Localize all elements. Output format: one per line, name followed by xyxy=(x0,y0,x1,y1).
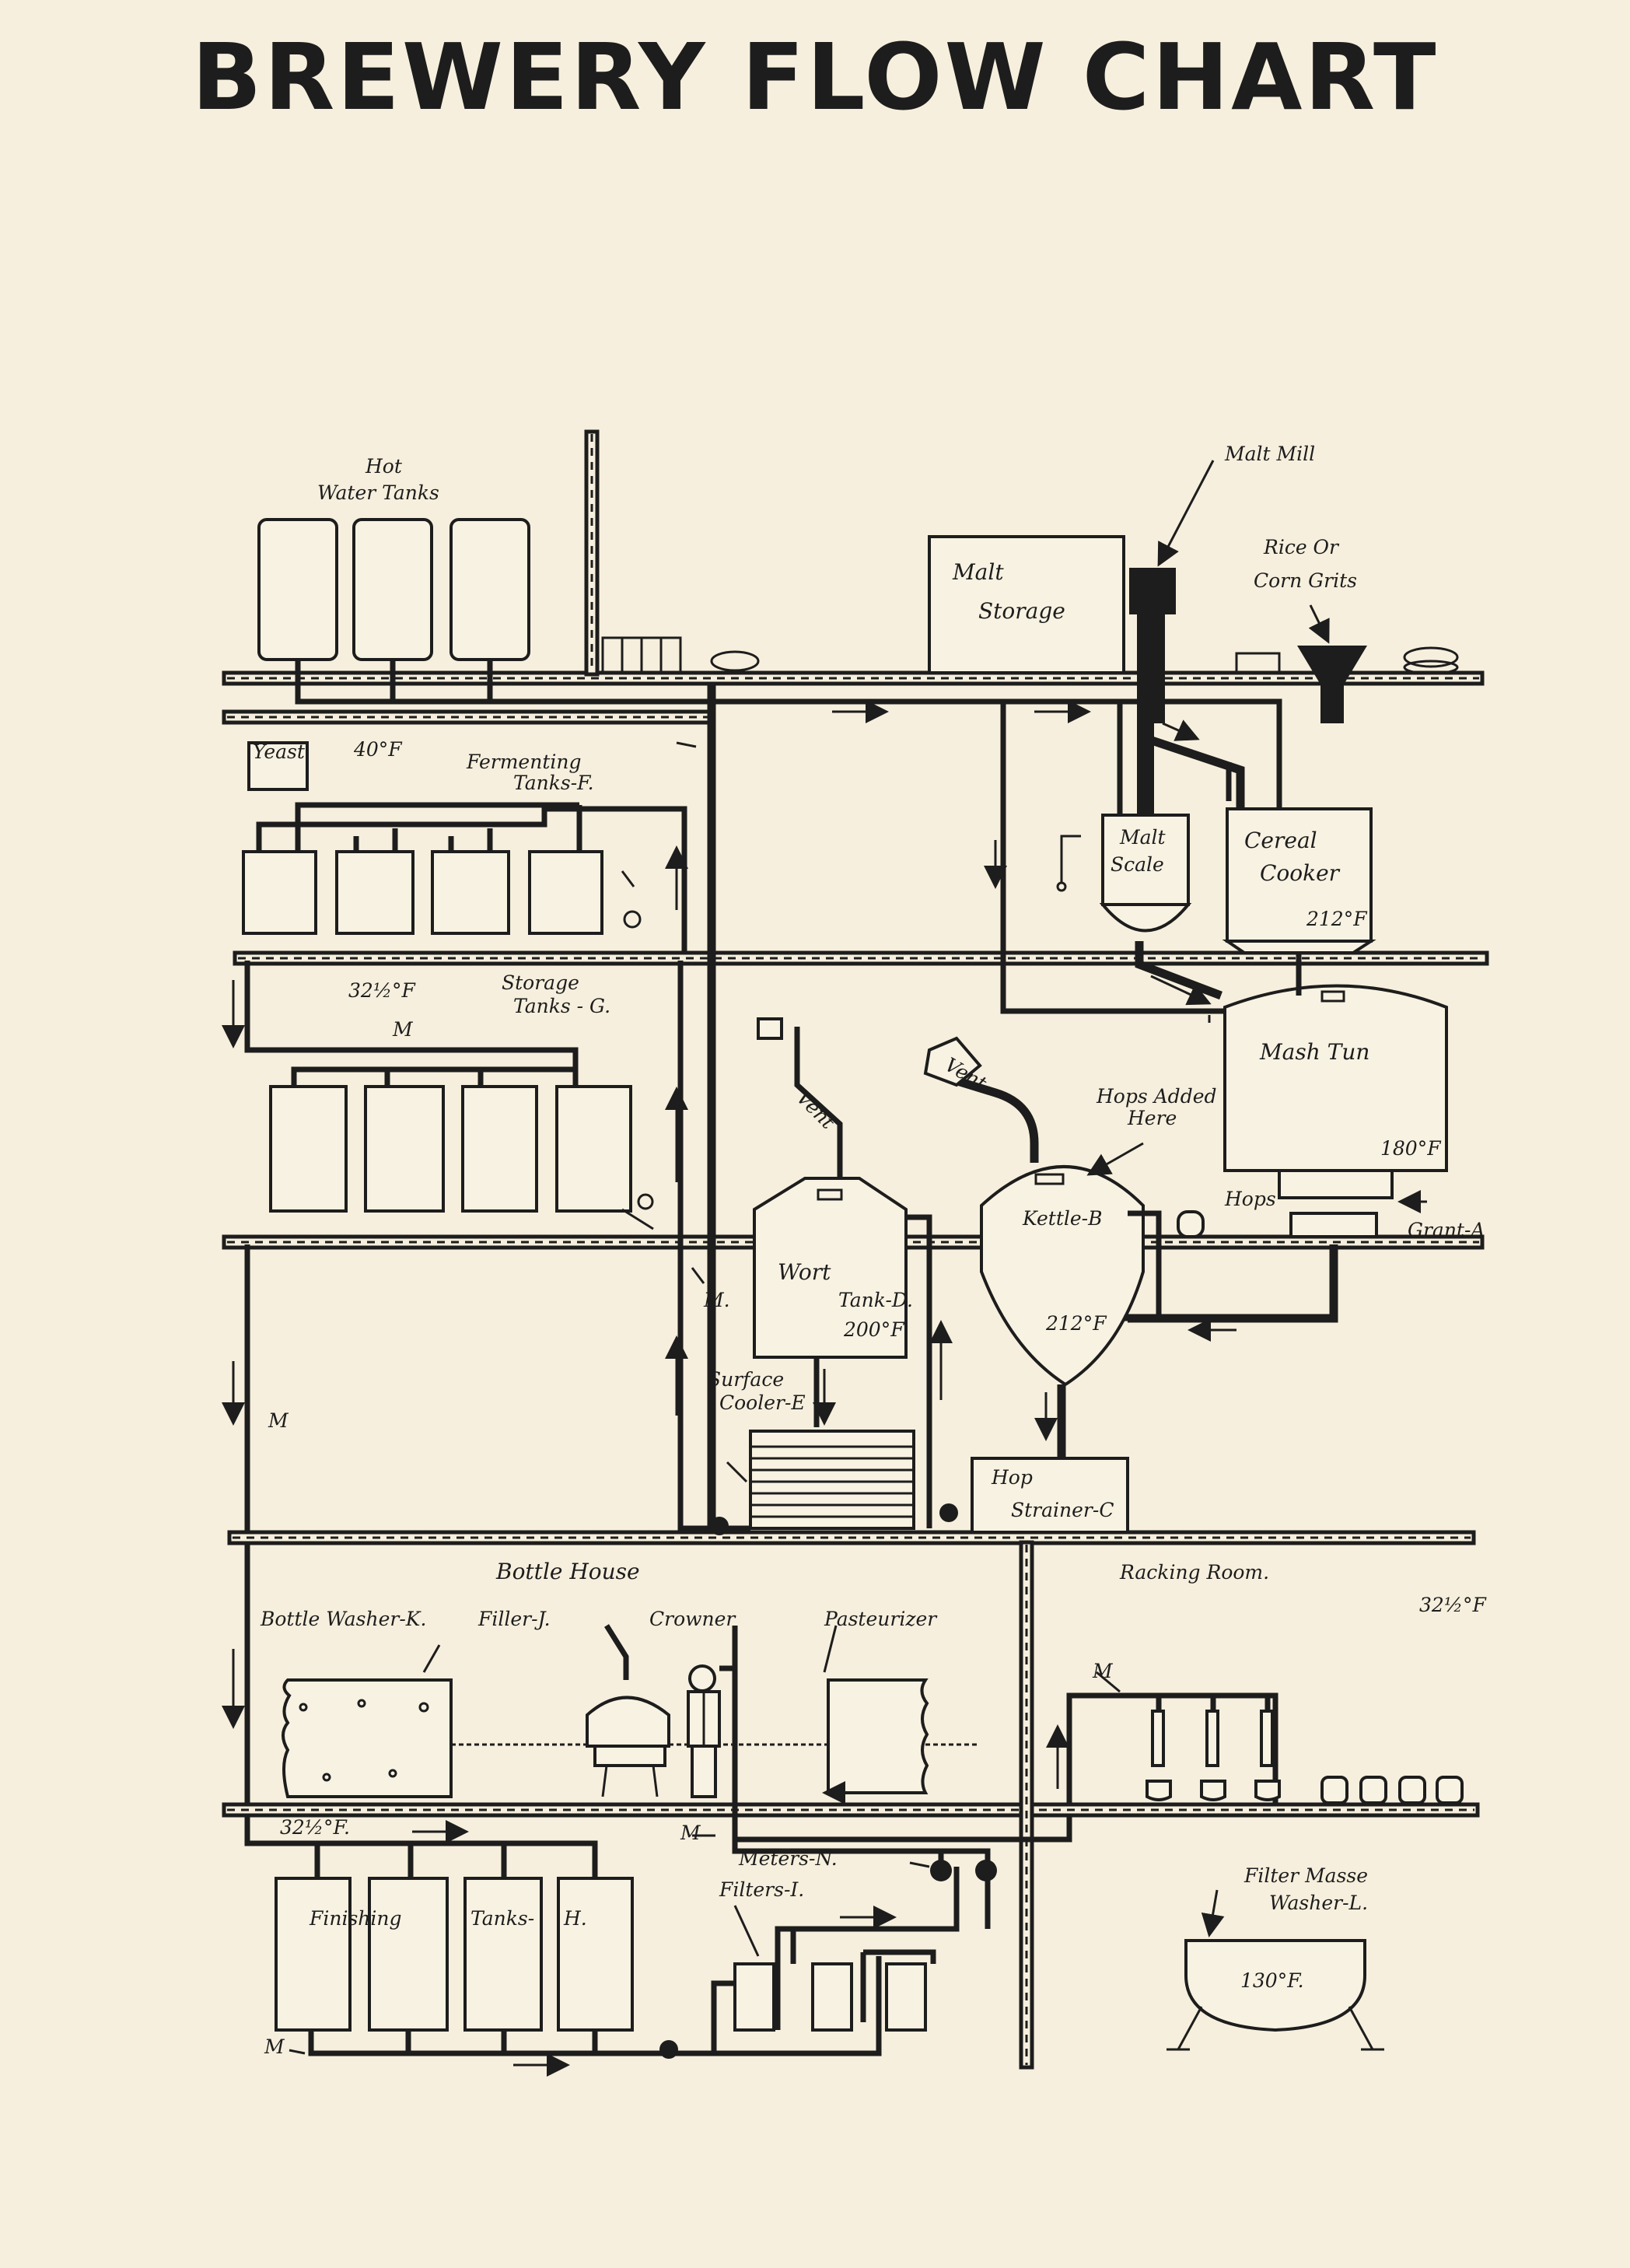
label-hot-water-1: Hot xyxy=(365,455,403,478)
label-m-2: M xyxy=(268,1409,289,1432)
label-hops-added-2: Here xyxy=(1127,1107,1177,1129)
label-hops: Hops xyxy=(1224,1188,1276,1210)
label-temp-40: 40°F xyxy=(353,738,403,761)
label-filters: Filters-I. xyxy=(719,1878,804,1901)
label-grant: Grant-A xyxy=(1408,1219,1485,1241)
label-rice-grits-1: Rice Or xyxy=(1263,536,1340,558)
filters xyxy=(733,1867,960,2032)
label-racking-room: Racking Room. xyxy=(1119,1561,1269,1584)
fermenting-tanks xyxy=(242,741,697,953)
label-m-3: M xyxy=(392,1018,414,1041)
label-meters: Meters-N. xyxy=(738,1847,838,1870)
label-surface-cooler-1: Surface xyxy=(708,1368,784,1391)
meters xyxy=(692,1816,1072,1929)
label-storage-2: Tanks - G. xyxy=(513,995,610,1017)
label-cooker-temp: 212°F xyxy=(1306,908,1368,930)
page-title: BREWERY FLOW CHART xyxy=(191,23,1439,131)
grits-hopper xyxy=(1235,604,1459,723)
label-m-5: M xyxy=(680,1822,701,1844)
label-malt-scale-1: Malt xyxy=(1119,826,1166,849)
chimney xyxy=(584,429,600,677)
label-kettle-temp: 212°F xyxy=(1045,1312,1107,1335)
label-filter-masse-1: Filter Masse xyxy=(1243,1864,1368,1887)
label-vent-wort: Vent xyxy=(792,1087,840,1134)
racking-fillers xyxy=(1046,1671,1281,1804)
label-wort-2: Tank-D. xyxy=(838,1289,913,1311)
label-hot-water-2: Water Tanks xyxy=(317,481,439,504)
surface-cooler xyxy=(710,1430,958,1535)
label-hop-strainer-1: Hop xyxy=(991,1466,1033,1489)
floor-top xyxy=(222,670,1485,725)
malt-scale xyxy=(1056,814,1192,933)
wort-tank xyxy=(753,1017,953,1528)
floor-4 xyxy=(227,1530,1476,1545)
kegs xyxy=(1320,1776,1464,1804)
label-filler: Filler-J. xyxy=(477,1608,551,1630)
floor-5 xyxy=(222,1802,1480,1818)
malt-storage xyxy=(928,535,1125,674)
kettle xyxy=(923,1036,1162,1458)
label-malt-storage-1: Malt xyxy=(952,559,1004,585)
label-storage-1: Storage xyxy=(502,971,579,994)
label-temp-32-racking: 32½°F xyxy=(1419,1594,1488,1616)
storage-tanks xyxy=(222,961,688,1230)
cereal-cooker xyxy=(1222,807,1376,954)
label-cereal-cooker-1: Cereal xyxy=(1244,828,1317,853)
filter-masse-washer xyxy=(1167,1889,1384,2051)
label-finishing-1: Finishing xyxy=(309,1907,401,1930)
label-m-4: M xyxy=(1092,1660,1114,1682)
label-malt-mill: Malt Mill xyxy=(1224,443,1315,465)
grant xyxy=(1128,1212,1378,1342)
label-mash-temp: 180°F xyxy=(1380,1137,1442,1160)
label-crowner: Crowner xyxy=(649,1608,736,1630)
label-wort-temp: 200°F xyxy=(843,1318,905,1341)
label-malt-scale-2: Scale xyxy=(1111,853,1164,876)
label-finishing-2: Tanks- xyxy=(470,1907,534,1930)
label-malt-storage-2: Storage xyxy=(978,598,1065,624)
label-fermenting-1: Fermenting xyxy=(466,751,581,773)
label-hops-added-1: Hops Added xyxy=(1096,1085,1217,1108)
label-pasteurizer: Pasteurizer xyxy=(824,1608,938,1630)
label-hop-strainer-2: Strainer-C xyxy=(1011,1499,1114,1521)
racking-wall xyxy=(1019,1540,1034,2070)
label-surface-cooler-2: Cooler-E xyxy=(719,1391,806,1414)
label-wort-1: Wort xyxy=(778,1259,831,1285)
bottle-washer xyxy=(282,1644,453,1798)
hop-strainer xyxy=(971,1457,1129,1534)
label-bottle-washer: Bottle Washer-K. xyxy=(260,1608,426,1630)
label-filter-masse-2: Washer-L. xyxy=(1269,1892,1368,1914)
label-cereal-cooker-2: Cooker xyxy=(1260,860,1341,886)
label-m-6: M xyxy=(264,2035,285,2058)
label-rice-grits-2: Corn Grits xyxy=(1254,569,1357,592)
mash-tun xyxy=(1223,984,1448,1213)
yeast-tank xyxy=(247,741,309,791)
floor-2 xyxy=(233,950,1489,966)
label-m-1: M. xyxy=(703,1289,730,1311)
label-temp-32-storage: 32½°F xyxy=(348,979,417,1002)
label-kettle: Kettle-B xyxy=(1022,1207,1103,1230)
finishing-tanks xyxy=(244,1816,882,2077)
label-mash-tun: Mash Tun xyxy=(1259,1039,1369,1065)
label-yeast: Yeast xyxy=(253,740,306,763)
filler xyxy=(586,1624,670,1797)
sacks-left xyxy=(601,636,760,674)
crowner xyxy=(687,1626,738,1798)
label-bottle-house: Bottle House xyxy=(495,1559,640,1584)
label-finishing-3: H. xyxy=(563,1907,587,1930)
pasteurizer xyxy=(823,1625,929,1794)
label-washer-temp: 130°F. xyxy=(1240,1969,1304,1992)
hops-can xyxy=(1177,1210,1205,1238)
label-fermenting-2: Tanks-F. xyxy=(513,772,594,794)
label-temp-32-finishing: 32½°F. xyxy=(280,1816,350,1839)
hot-water-tanks xyxy=(257,518,712,705)
